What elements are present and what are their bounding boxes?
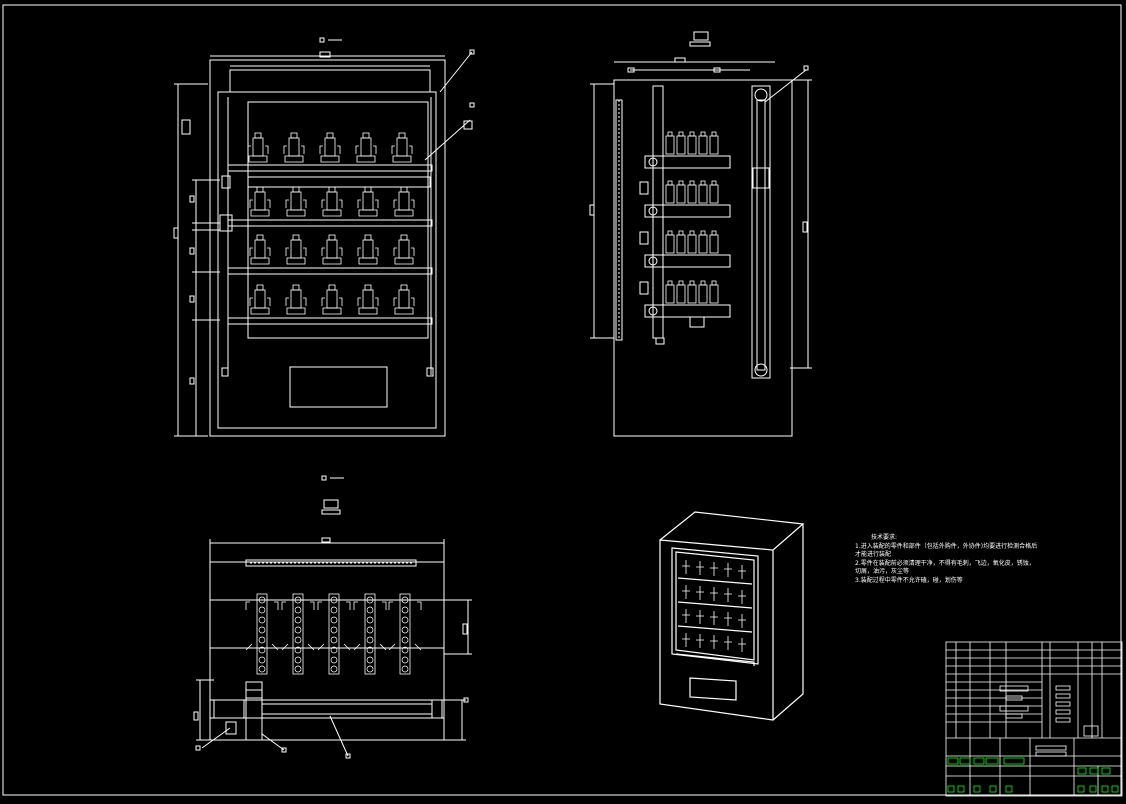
sheet-border bbox=[2, 4, 1122, 796]
side-view bbox=[589, 31, 812, 437]
front-view bbox=[173, 37, 475, 437]
front-bottle-row-4 bbox=[249, 284, 415, 315]
front-bottle-row-3 bbox=[249, 234, 415, 265]
front-bottle-row-1 bbox=[247, 132, 413, 163]
notes-title: 技术要求: bbox=[871, 534, 898, 541]
notes-line: 才能进行装配 bbox=[855, 551, 892, 558]
top-spiral-row bbox=[245, 593, 422, 675]
front-bottle-row-2 bbox=[249, 186, 415, 217]
notes-line: 1.进入装配的零件和部件（包括外购件，外协件)均要进行检测合格后 bbox=[855, 542, 1038, 550]
notes-line: 2.零件在装配前必须清理干净，不得有毛刺，飞边，氧化皮，锈蚀， bbox=[855, 559, 1035, 567]
side-bottle-row-1 bbox=[665, 131, 719, 155]
technical-requirements: 技术要求: 1.进入装配的零件和部件（包括外购件，外协件)均要进行检测合格后 才… bbox=[855, 534, 1105, 585]
top-section-view bbox=[193, 475, 472, 759]
isometric-view bbox=[659, 511, 805, 721]
title-block-green-marks bbox=[947, 757, 1119, 793]
side-bottle-row-3 bbox=[665, 230, 719, 254]
notes-line: 切屑，油污，灰尘等 bbox=[855, 568, 910, 575]
isometric-bottle-rows bbox=[682, 560, 746, 652]
side-bottle-row-2 bbox=[665, 180, 719, 204]
notes-line: 3.装配过程中零件不允许磕，碰，划伤等 bbox=[855, 576, 963, 584]
side-bottle-row-4 bbox=[665, 280, 719, 304]
title-block bbox=[945, 641, 1123, 797]
